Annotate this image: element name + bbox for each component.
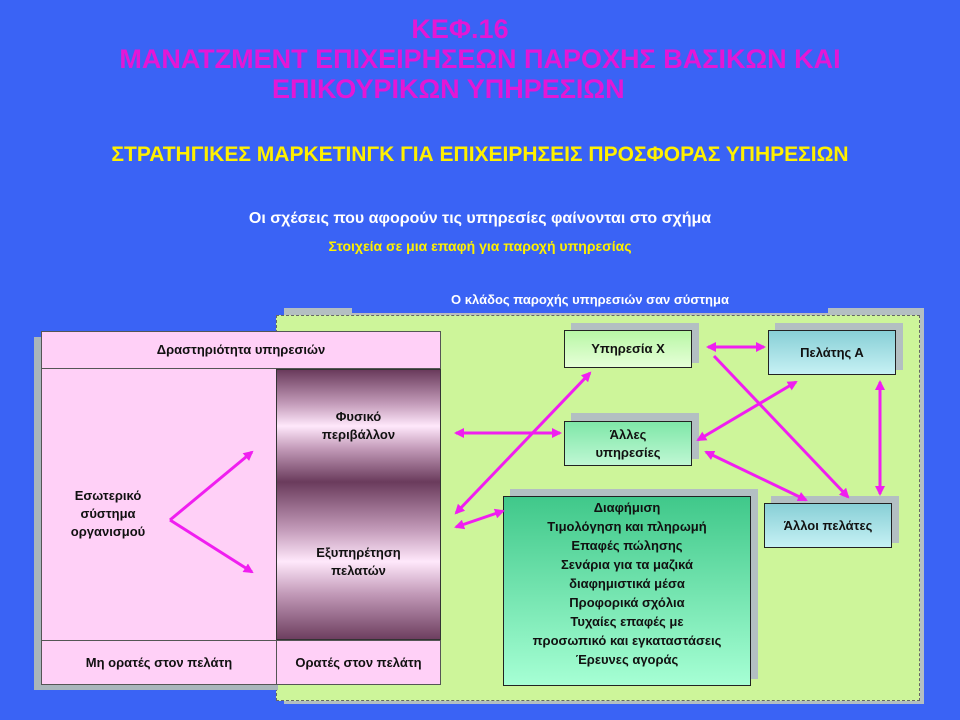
visible-label-cell: Ορατές στον πελάτη bbox=[276, 640, 441, 685]
contact-list-item: Τιμολόγηση και πληρωμή bbox=[547, 519, 707, 534]
physical-env-line-2: περιβάλλον bbox=[321, 427, 396, 442]
arrow-internal-to-physical bbox=[169, 450, 254, 522]
system-label: Ο κλάδος παροχής υπηρεσιών σαν σύστημα bbox=[352, 285, 828, 313]
other-services-line-1: Άλλες bbox=[609, 426, 647, 442]
service-x-label: Υπηρεσία Χ bbox=[591, 341, 665, 356]
internal-system-column bbox=[41, 331, 277, 685]
internal-system-line-2: σύστημα bbox=[80, 506, 136, 521]
arrow-customer-a-other-services bbox=[696, 380, 798, 442]
contact-list-item: διαφημιστικά μέσα bbox=[569, 576, 685, 591]
other-customers-box: Άλλοι πελάτες bbox=[764, 503, 892, 548]
chapter-title: ΚΕΦ.16 ΜΑΝΑΤΖΜΕΝΤ ΕΠΙΧΕΙΡΗΣΕΩΝ ΠΑΡΟΧΗΣ Β… bbox=[0, 14, 960, 104]
contact-list-item: Επαφές πώλησης bbox=[571, 538, 683, 553]
activity-header-text: Δραστηριότητα υπηρεσιών bbox=[156, 342, 326, 357]
contact-list-item: Τυχαίες επαφές με bbox=[570, 614, 684, 629]
physical-env-line-1: Φυσικό bbox=[335, 409, 382, 424]
diagram-caption: Στοιχεία σε μια επαφή για παροχή υπηρεσί… bbox=[328, 238, 632, 254]
service-x-box: Υπηρεσία Χ bbox=[564, 330, 692, 368]
arrow-internal-to-service bbox=[169, 518, 254, 574]
arrow-service-x-other-customers bbox=[712, 354, 850, 499]
arrow-other-services-other-customers bbox=[704, 450, 808, 502]
contact-list: Διαφήμιση Τιμολόγηση και πληρωμή Επαφές … bbox=[533, 497, 722, 669]
contact-list-item: Σενάρια για τα μαζικά bbox=[561, 557, 693, 572]
customer-service-line-1: Εξυπηρέτηση bbox=[316, 544, 401, 560]
customer-a-box: Πελάτης Α bbox=[768, 330, 896, 375]
contact-list-item: Έρευνες αγοράς bbox=[575, 652, 679, 667]
internal-system-line-3: οργανισμού bbox=[70, 524, 146, 539]
customer-a-label: Πελάτης Α bbox=[800, 344, 864, 360]
arrow-servicecell-contacts bbox=[454, 508, 505, 530]
title-line-2: ΕΠΙΚΟΥΡΙΚΩΝ ΥΠΗΡΕΣΙΩΝ bbox=[272, 74, 625, 104]
activity-header: Δραστηριότητα υπηρεσιών bbox=[41, 331, 441, 369]
system-label-text: Ο κλάδος παροχής υπηρεσιών σαν σύστημα bbox=[352, 285, 828, 313]
chapter-number: ΚΕΦ.16 bbox=[411, 14, 509, 44]
visible-column: Φυσικό περιβάλλον Εξυπηρέτηση πελατών bbox=[276, 369, 441, 640]
contact-list-item: Διαφήμιση bbox=[593, 500, 661, 515]
intro-text: Οι σχέσεις που αφορούν τις υπηρεσίες φαί… bbox=[248, 210, 712, 227]
other-services-line-2: υπηρεσίες bbox=[595, 444, 661, 460]
internal-system-line-1: Εσωτερικό bbox=[74, 488, 142, 503]
customer-service-line-2: πελατών bbox=[331, 562, 386, 578]
customer-service-cell: Εξυπηρέτηση πελατών bbox=[277, 482, 440, 639]
visible-label: Ορατές στον πελάτη bbox=[295, 654, 422, 670]
title-line-1: ΜΑΝΑΤΖΜΕΝΤ ΕΠΙΧΕΙΡΗΣΕΩΝ ΠΑΡΟΧΗΣ ΒΑΣΙΚΩΝ … bbox=[119, 44, 841, 74]
other-customers-label: Άλλοι πελάτες bbox=[783, 517, 873, 533]
arrow-servicecell-service-x bbox=[454, 371, 592, 515]
internal-system-text: Εσωτερικό σύστημα οργανισμού bbox=[46, 487, 170, 541]
contact-list-item: προσωπικό και εγκαταστάσεις bbox=[532, 633, 722, 648]
invisible-label: Μη ορατές στον πελάτη bbox=[85, 654, 233, 670]
subtitle: ΣΤΡΑΤΗΓΙΚΕΣ ΜΑΡΚΕΤΙΝΓΚ ΓΙΑ ΕΠΙΧΕΙΡΗΣΕΙΣ … bbox=[111, 143, 849, 166]
contact-list-box: Διαφήμιση Τιμολόγηση και πληρωμή Επαφές … bbox=[503, 496, 751, 686]
contact-list-item: Προφορικά σχόλια bbox=[569, 595, 685, 610]
